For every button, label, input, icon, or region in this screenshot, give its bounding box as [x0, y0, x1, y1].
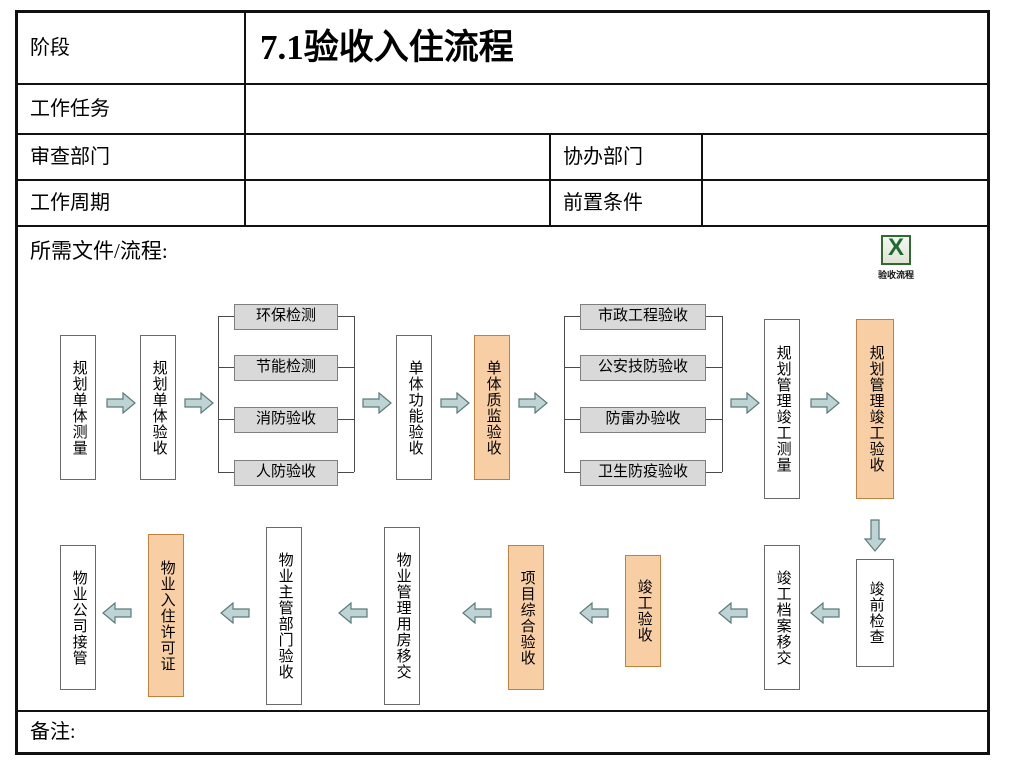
- flow-node-g2a[interactable]: 市政工程验收: [580, 304, 706, 330]
- bracket-line-right: [354, 316, 355, 472]
- bracket-stub: [706, 367, 722, 368]
- bracket-stub: [338, 367, 354, 368]
- precondition-value[interactable]: [703, 181, 987, 227]
- flow-node-g1c[interactable]: 消防验收: [234, 407, 338, 433]
- bracket-stub: [218, 316, 234, 317]
- precondition-label: 前置条件: [551, 181, 703, 227]
- flow-node-n2[interactable]: 规划单体验收: [140, 335, 176, 480]
- flow-node-n5[interactable]: 规划管理竣工测量: [764, 319, 800, 499]
- bracket-line-right: [722, 316, 723, 472]
- table-row: 备注:: [18, 712, 987, 752]
- flow-node-g2b[interactable]: 公安技防验收: [580, 355, 706, 381]
- bracket-line-left: [218, 316, 219, 472]
- bracket-stub: [218, 367, 234, 368]
- flowchart-area: 所需文件/流程: 验收流程 规划单体测量 规划单体验收 环保检测 节能检测 消防…: [18, 227, 987, 710]
- excel-caption: 验收流程: [877, 270, 914, 280]
- bracket-stub: [338, 316, 354, 317]
- flow-node-g1a[interactable]: 环保检测: [234, 304, 338, 330]
- excel-attachment[interactable]: 验收流程: [861, 234, 931, 281]
- flow-node-m5[interactable]: 项目综合验收: [508, 545, 544, 690]
- table-row: 审查部门 协办部门: [18, 135, 987, 181]
- bracket-stub: [564, 419, 580, 420]
- arrow-right-icon: [440, 392, 470, 414]
- table-row: 阶段 7.1验收入住流程: [18, 13, 987, 85]
- flow-node-g2d[interactable]: 卫生防疫验收: [580, 460, 706, 486]
- arrow-left-icon: [102, 602, 132, 624]
- flow-node-m4[interactable]: 物业管理用房移交: [384, 527, 420, 705]
- flow-node-m3[interactable]: 物业主管部门验收: [266, 527, 302, 705]
- table-row-flow: 所需文件/流程: 验收流程 规划单体测量 规划单体验收 环保检测 节能检测 消防…: [18, 227, 987, 712]
- bracket-stub: [218, 419, 234, 420]
- flow-node-m2[interactable]: 物业入住许可证: [148, 534, 184, 697]
- bracket-stub: [338, 472, 354, 473]
- bracket-stub: [706, 419, 722, 420]
- bracket-stub: [564, 472, 580, 473]
- arrow-left-icon: [462, 602, 492, 624]
- task-label: 工作任务: [18, 85, 246, 135]
- bracket-stub: [706, 472, 722, 473]
- bracket-stub: [218, 472, 234, 473]
- arrow-right-icon: [184, 392, 214, 414]
- arrow-left-icon: [220, 602, 250, 624]
- arrow-down-icon: [863, 519, 887, 553]
- flow-node-n3[interactable]: 单体功能验收: [396, 335, 432, 480]
- arrow-right-icon: [106, 392, 136, 414]
- bracket-stub: [338, 419, 354, 420]
- form-table: 阶段 7.1验收入住流程 工作任务 审查部门 协办部门 工作周期 前置条件 所需…: [15, 10, 990, 755]
- arrow-left-icon: [718, 602, 748, 624]
- excel-icon: [881, 234, 911, 265]
- flow-node-m1[interactable]: 物业公司接管: [60, 545, 96, 690]
- flow-node-m8[interactable]: 竣前检查: [856, 559, 894, 667]
- flow-node-g1b[interactable]: 节能检测: [234, 355, 338, 381]
- flow-node-g2c[interactable]: 防雷办验收: [580, 407, 706, 433]
- bracket-stub: [706, 316, 722, 317]
- arrow-left-icon: [810, 602, 840, 624]
- bracket-stub: [564, 367, 580, 368]
- flow-node-g1d[interactable]: 人防验收: [234, 460, 338, 486]
- arrow-right-icon: [362, 392, 392, 414]
- review-dept-label: 审查部门: [18, 135, 246, 181]
- page-title: 7.1验收入住流程: [246, 13, 987, 85]
- flow-node-n1[interactable]: 规划单体测量: [60, 335, 96, 480]
- flow-node-n6[interactable]: 规划管理竣工验收: [856, 319, 894, 499]
- arrow-right-icon: [518, 392, 548, 414]
- flow-node-m6[interactable]: 竣工验收: [625, 555, 661, 667]
- flow-node-m7[interactable]: 竣工档案移交: [764, 545, 800, 690]
- work-cycle-label: 工作周期: [18, 181, 246, 227]
- arrow-left-icon: [338, 602, 368, 624]
- assist-dept-label: 协办部门: [551, 135, 703, 181]
- arrow-left-icon: [579, 602, 609, 624]
- table-row: 工作任务: [18, 85, 987, 135]
- bracket-line-left: [564, 316, 565, 472]
- arrow-right-icon: [810, 392, 840, 414]
- flow-node-n4[interactable]: 单体质监验收: [474, 335, 510, 480]
- bracket-stub: [564, 316, 580, 317]
- table-row: 工作周期 前置条件: [18, 181, 987, 227]
- remark-label: 备注:: [30, 721, 76, 743]
- assist-dept-value[interactable]: [703, 135, 987, 181]
- review-dept-value[interactable]: [246, 135, 551, 181]
- stage-label: 阶段: [18, 13, 246, 85]
- docs-label: 所需文件/流程:: [30, 239, 168, 263]
- task-value[interactable]: [246, 85, 987, 135]
- arrow-right-icon: [730, 392, 760, 414]
- work-cycle-value[interactable]: [246, 181, 551, 227]
